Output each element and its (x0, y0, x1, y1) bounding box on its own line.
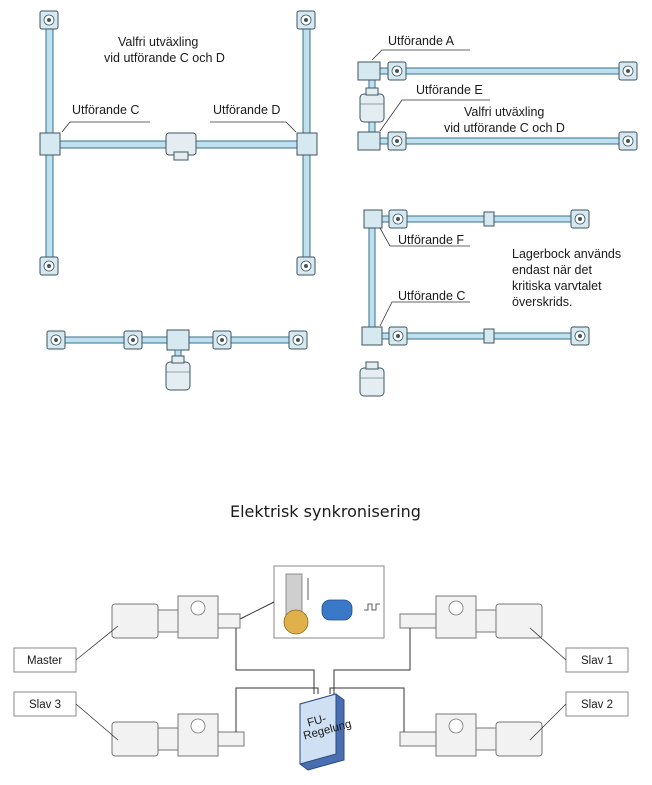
fc-arrangement (359, 209, 590, 397)
motor-linear (165, 355, 191, 391)
slav2-label-box (565, 691, 629, 717)
h-arrangement (39, 10, 318, 276)
gearbox-bottom-left (39, 256, 59, 276)
junction-f (363, 209, 383, 229)
label-utforande-f: Utförande F (398, 233, 464, 247)
gear-icon (190, 718, 206, 734)
label-utforande-c: Utförande C (398, 289, 465, 303)
gearbox-top-left (39, 10, 59, 30)
gearbox-top-right (296, 10, 316, 30)
master-drive (111, 595, 241, 639)
pulse-icon (364, 603, 380, 611)
lagerbock-note-1: Lagerbock används (512, 247, 621, 261)
label-utforande-d: Utförande D (213, 103, 280, 117)
junction-d (296, 132, 318, 156)
note-line-2: vid utförande C och D (104, 51, 225, 65)
motor-fc (359, 361, 385, 397)
slav3-label: Slav 3 (29, 699, 61, 711)
gear-wheel (283, 609, 309, 635)
gear-icon (190, 600, 206, 616)
gearbox-bottom-right (296, 256, 316, 276)
bearing-upper (483, 211, 495, 227)
slav1-label: Slav 1 (581, 655, 613, 667)
junction-c (39, 132, 61, 156)
note-line-2: vid utförande C och D (444, 121, 565, 135)
center-junction (166, 329, 190, 351)
wiring (235, 628, 411, 732)
sync-title: Elektrisk synkronisering (230, 502, 421, 521)
note-line-1: Valfri utväxling (464, 105, 544, 119)
fu-controller: FU- Regelung (299, 693, 353, 771)
label-utforande-e: Utförande E (416, 83, 483, 97)
lagerbock-note-4: överskrids. (512, 295, 572, 309)
note-line-1: Valfri utväxling (118, 35, 198, 49)
bearing-lower (483, 328, 495, 344)
ae-arrangement (357, 49, 638, 151)
slav2-drive (399, 713, 543, 757)
lagerbock-note-3: kritiska varvtalet (512, 279, 602, 293)
junction-c2 (361, 326, 383, 346)
encoder-inset (273, 565, 385, 639)
motor-ae (359, 87, 385, 123)
slav1-drive (399, 595, 543, 639)
gear-icon (448, 718, 464, 734)
label-utforande-a: Utförande A (388, 34, 455, 48)
master-label-box (13, 647, 77, 673)
encoder-icon (321, 599, 353, 621)
gear-icon (448, 600, 464, 616)
junction-a (357, 61, 381, 81)
label-utforande-c: Utförande C (72, 103, 139, 117)
lagerbock-note-2: endast när det (512, 263, 592, 277)
linear-arrangement (46, 329, 308, 391)
slav3-drive (111, 713, 245, 757)
slav2-label: Slav 2 (581, 699, 613, 711)
master-label: Master (27, 655, 62, 667)
fu-label-1: FU- (306, 713, 328, 730)
junction-e (357, 131, 381, 151)
